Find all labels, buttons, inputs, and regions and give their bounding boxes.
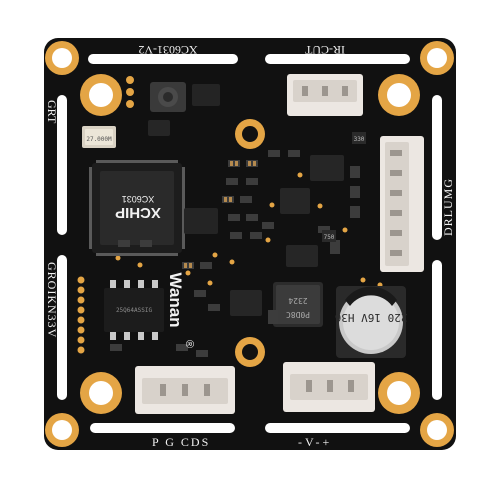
resistor-330-label: 330	[354, 136, 365, 143]
flash-chip-label: 25Q64ASSIG	[116, 307, 153, 314]
right-pins-silkscreen: DRLUMG	[441, 178, 455, 236]
resistor-labels: 330 750	[322, 132, 366, 242]
crystal-frequency-label: 27.000M	[86, 136, 112, 143]
diode-code-label: 2324	[288, 296, 307, 305]
capacitor-label: 220 16V H36	[335, 311, 408, 324]
connector-bottom-right	[283, 362, 375, 412]
connector-right-side	[380, 136, 424, 272]
left-bottom-slot	[57, 255, 67, 400]
regulator-diode: 2324 P0D8C	[273, 282, 323, 327]
electrolytic-capacitor: 220 16V H36	[335, 286, 408, 358]
crystal-oscillator: 27.000M	[82, 126, 116, 148]
left-pins-silkscreen: GROIKN33V	[45, 262, 59, 338]
connector-ircut	[287, 74, 363, 116]
capacitor-value-text: 220 16V H36	[335, 311, 408, 324]
chip-marking-label: XC6031	[122, 194, 155, 204]
bottom-left-silkscreen: P G CDS	[152, 435, 210, 449]
smd-components	[110, 150, 360, 357]
top-left-slot	[88, 54, 238, 64]
grt-silkscreen: GRT	[45, 100, 59, 124]
bottom-right-slot	[265, 423, 410, 433]
flash-memory-chip: 25Q64ASSIG	[104, 280, 164, 340]
left-top-slot	[57, 95, 67, 235]
chip-brand-label: XCHIP	[115, 204, 161, 221]
corner-pads	[45, 41, 454, 447]
bottom-right-silkscreen: -V-+	[298, 435, 332, 449]
small-ics	[148, 84, 344, 316]
right-top-slot	[432, 95, 442, 240]
resistor-750-label: 750	[324, 234, 335, 241]
top-right-slot	[265, 54, 410, 64]
model-silkscreen: XC6031-V2	[138, 43, 197, 57]
brand-silkscreen: Wanan	[166, 272, 185, 327]
diode-label: P0D8C	[286, 310, 310, 319]
inner-mount-pads	[80, 74, 420, 414]
connector-bottom-left	[135, 366, 235, 414]
main-processor-chip: XCHIP XC6031	[89, 160, 185, 256]
ircut-silkscreen: IR-CUT	[304, 43, 345, 57]
right-bottom-slot	[432, 260, 442, 400]
bottom-left-slot	[90, 423, 235, 433]
registered-mark: ®	[183, 340, 195, 348]
inductor	[150, 82, 186, 112]
